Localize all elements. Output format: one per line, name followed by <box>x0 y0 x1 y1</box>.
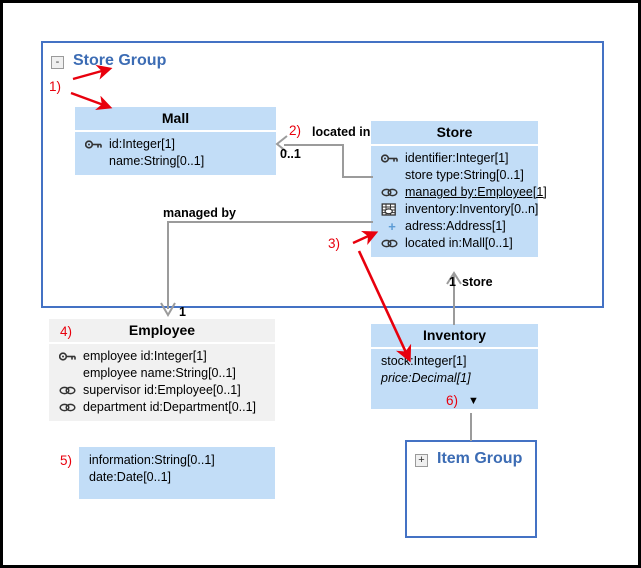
attribute-row[interactable]: managed by:Employee[1] <box>371 184 547 201</box>
note-line: date:Date[0..1] <box>79 469 275 486</box>
class-header-store: Store <box>371 121 538 146</box>
attribute-text: adress:Address[1] <box>405 219 506 233</box>
attribute-row[interactable]: located in:Mall[0..1] <box>371 235 538 252</box>
connector-arrowhead-store <box>446 271 462 285</box>
attribute-row[interactable]: inventory:Inventory[0..n] <box>371 201 538 218</box>
class-header-employee: Employee <box>49 319 275 344</box>
attribute-text: id:Integer[1] <box>109 137 176 151</box>
annotation-1-label: 1) <box>49 79 62 94</box>
link-icon <box>59 384 77 397</box>
note-text: date:Date[0..1] <box>89 470 172 484</box>
class-box-employee[interactable]: Employee employee id:Integer[1] employee… <box>49 319 275 421</box>
attribute-text: department id:Department[0..1] <box>83 400 257 414</box>
dropdown-caret-icon[interactable]: ▼ <box>468 395 479 407</box>
connector-segment <box>342 176 373 178</box>
annotation-4-label: 4) <box>60 324 73 339</box>
attribute-row[interactable]: identifier:Integer[1] <box>371 150 538 167</box>
attribute-row[interactable]: + adress:Address[1] <box>371 218 538 235</box>
package-title-item-group: Item Group <box>437 450 523 467</box>
class-body-employee: employee id:Integer[1] employee name:Str… <box>49 344 275 421</box>
table-icon <box>381 203 399 216</box>
connector-label-managed-by: managed by <box>163 206 236 220</box>
note-line: information:String[0..1] <box>79 447 275 469</box>
note-box[interactable]: information:String[0..1] date:Date[0..1] <box>79 447 275 499</box>
attribute-text: managed by:Employee[1] <box>405 185 547 199</box>
connector-multiplicity: 0..1 <box>280 147 301 161</box>
attribute-text: inventory:Inventory[0..n] <box>405 202 539 216</box>
annotation-3-arrows <box>352 230 412 363</box>
attribute-row[interactable]: department id:Department[0..1] <box>49 399 275 416</box>
attribute-row[interactable]: id:Integer[1] <box>75 136 276 153</box>
connector-arrowhead-located-in <box>275 135 288 153</box>
link-icon <box>381 237 399 250</box>
plus-icon: + <box>388 219 396 234</box>
connector-segment <box>453 275 455 325</box>
connector-segment <box>167 221 169 309</box>
attribute-text: price:Decimal[1] <box>381 371 471 385</box>
attribute-row[interactable]: employee id:Integer[1] <box>49 348 275 365</box>
connector-multiplicity: 1 <box>449 275 456 289</box>
connector-arrowhead-managed-by <box>160 302 176 317</box>
annotation-5-label: 5) <box>60 453 73 468</box>
connector-segment <box>342 144 344 178</box>
class-body-store: identifier:Integer[1] store type:String[… <box>371 146 547 257</box>
connector-segment <box>470 413 472 441</box>
attribute-row[interactable]: price:Decimal[1] <box>371 370 538 387</box>
attribute-text: name:String[0..1] <box>109 154 205 168</box>
key-icon <box>85 138 103 151</box>
attribute-text: identifier:Integer[1] <box>405 151 509 165</box>
attribute-text: supervisor id:Employee[0..1] <box>83 383 241 397</box>
connector-segment <box>284 144 344 146</box>
key-icon <box>59 350 77 363</box>
attribute-text: employee id:Integer[1] <box>83 349 207 363</box>
connector-label-store: store <box>462 275 493 289</box>
attribute-row[interactable]: employee name:String[0..1] <box>49 365 275 382</box>
key-icon <box>381 152 399 165</box>
connector-multiplicity: 1 <box>179 305 186 319</box>
annotation-1-arrows <box>70 64 113 111</box>
package-expander-store-group[interactable]: - <box>51 56 64 69</box>
package-store-group[interactable] <box>41 41 604 308</box>
class-box-mall[interactable]: Mall id:Integer[1] name:String[0..1] <box>75 107 276 175</box>
link-icon <box>381 186 399 199</box>
attribute-text: located in:Mall[0..1] <box>405 236 513 250</box>
annotation-6-label: 6) <box>446 393 459 408</box>
attribute-row[interactable]: store type:String[0..1] <box>371 167 538 184</box>
link-icon <box>59 401 77 414</box>
annotation-3-label: 3) <box>328 236 341 251</box>
package-title-store-group: Store Group <box>73 52 167 69</box>
annotation-2-label: 2) <box>289 123 302 138</box>
class-body-mall: id:Integer[1] name:String[0..1] <box>75 132 276 175</box>
connector-label-located-in: located in <box>312 125 371 139</box>
connector-segment <box>167 221 373 223</box>
attribute-row[interactable]: name:String[0..1] <box>75 153 276 170</box>
attribute-text: store type:String[0..1] <box>405 168 524 182</box>
attribute-row[interactable]: supervisor id:Employee[0..1] <box>49 382 275 399</box>
class-header-mall: Mall <box>75 107 276 132</box>
class-box-store[interactable]: Store identifier:Integer[1] store type:S… <box>371 121 547 257</box>
attribute-text: employee name:String[0..1] <box>83 366 236 380</box>
package-expander-item-group[interactable]: + <box>415 454 428 467</box>
note-text: information:String[0..1] <box>89 453 215 467</box>
